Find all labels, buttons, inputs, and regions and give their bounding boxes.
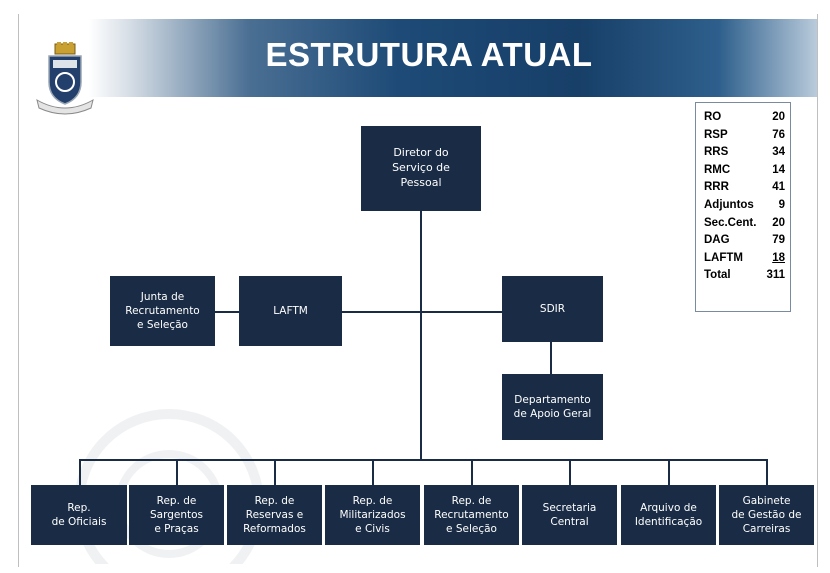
connector-drop-6 xyxy=(569,459,571,485)
connector-drop-1 xyxy=(79,459,81,485)
stat-value: 9 xyxy=(778,198,785,211)
stat-row: RSP 76 xyxy=(704,127,785,145)
stat-value: 311 xyxy=(766,269,785,282)
stat-row: DAG 79 xyxy=(704,232,785,250)
stat-label: LAFTM xyxy=(704,251,743,264)
stat-row: Sec.Cent. 20 xyxy=(704,215,785,233)
stat-label: DAG xyxy=(704,234,730,247)
unit-box: Gabinete de Gestão de Carreiras xyxy=(719,485,814,545)
slide-title: ESTRUTURA ATUAL xyxy=(265,36,593,73)
staff-stats-table: RO 20 RSP 76 RRS 34 RMC 14 RRR 41 Adjuntos 9 S… xyxy=(695,102,791,312)
stat-label: RRR xyxy=(704,181,729,194)
connector-bottom-bus xyxy=(79,459,767,461)
junta-box: Junta de Recrutamento e Seleção xyxy=(110,276,215,346)
connector-sdir-departamento xyxy=(550,342,552,374)
stat-row: RO 20 xyxy=(704,109,785,127)
stat-value: 34 xyxy=(772,146,785,159)
connector-drop-2 xyxy=(176,459,178,485)
stat-label: Adjuntos xyxy=(704,198,754,211)
unit-box: Secretaria Central xyxy=(522,485,617,545)
laftm-box: LAFTM xyxy=(239,276,342,346)
stat-row: RRR 41 xyxy=(704,179,785,197)
stat-row: Adjuntos 9 xyxy=(704,197,785,215)
sdir-box: SDIR xyxy=(502,276,603,342)
connector-drop-4 xyxy=(372,459,374,485)
connector-drop-5 xyxy=(471,459,473,485)
stat-label: RSP xyxy=(704,128,728,141)
stat-value: 14 xyxy=(772,163,785,176)
connector-drop-7 xyxy=(668,459,670,485)
stat-row: RMC 14 xyxy=(704,162,785,180)
stat-row-total: Total 311 xyxy=(704,267,785,285)
stat-label: RO xyxy=(704,111,722,123)
stat-row: RRS 34 xyxy=(704,144,785,162)
departamento-box: Departamento de Apoio Geral xyxy=(502,374,603,440)
director-box: Diretor do Serviço de Pessoal xyxy=(361,126,481,211)
stat-value: 79 xyxy=(772,234,785,247)
connector-main-vertical xyxy=(420,210,422,459)
stat-label: Sec.Cent. xyxy=(704,216,757,229)
connector-junta-laftm xyxy=(215,311,239,313)
unit-box: Rep. de Sargentos e Praças xyxy=(129,485,224,545)
slide: ESTRUTURA ATUAL Diretor do Serviço de Pe… xyxy=(18,14,818,567)
stat-row: LAFTM 18 xyxy=(704,250,785,268)
stat-value: 20 xyxy=(772,216,785,229)
stat-value: 20 xyxy=(772,111,785,123)
connector-drop-3 xyxy=(274,459,276,485)
stat-value: 18 xyxy=(772,251,785,264)
unit-box: Rep. de Oficiais xyxy=(31,485,127,545)
stat-label: Total xyxy=(704,269,731,282)
connector-drop-8 xyxy=(766,459,768,485)
unit-box: Arquivo de Identificação xyxy=(621,485,716,545)
unit-box: Rep. de Reservas e Reformados xyxy=(227,485,322,545)
stat-label: RRS xyxy=(704,146,729,159)
connector-laftm-sdir xyxy=(342,311,502,313)
stat-value: 41 xyxy=(772,181,785,194)
unit-box: Rep. de Militarizados e Civis xyxy=(325,485,420,545)
naval-crest-icon xyxy=(36,42,94,115)
header-band xyxy=(19,19,817,97)
stat-label: RMC xyxy=(704,163,731,176)
unit-box: Rep. de Recrutamento e Seleção xyxy=(424,485,519,545)
stat-value: 76 xyxy=(772,128,785,141)
